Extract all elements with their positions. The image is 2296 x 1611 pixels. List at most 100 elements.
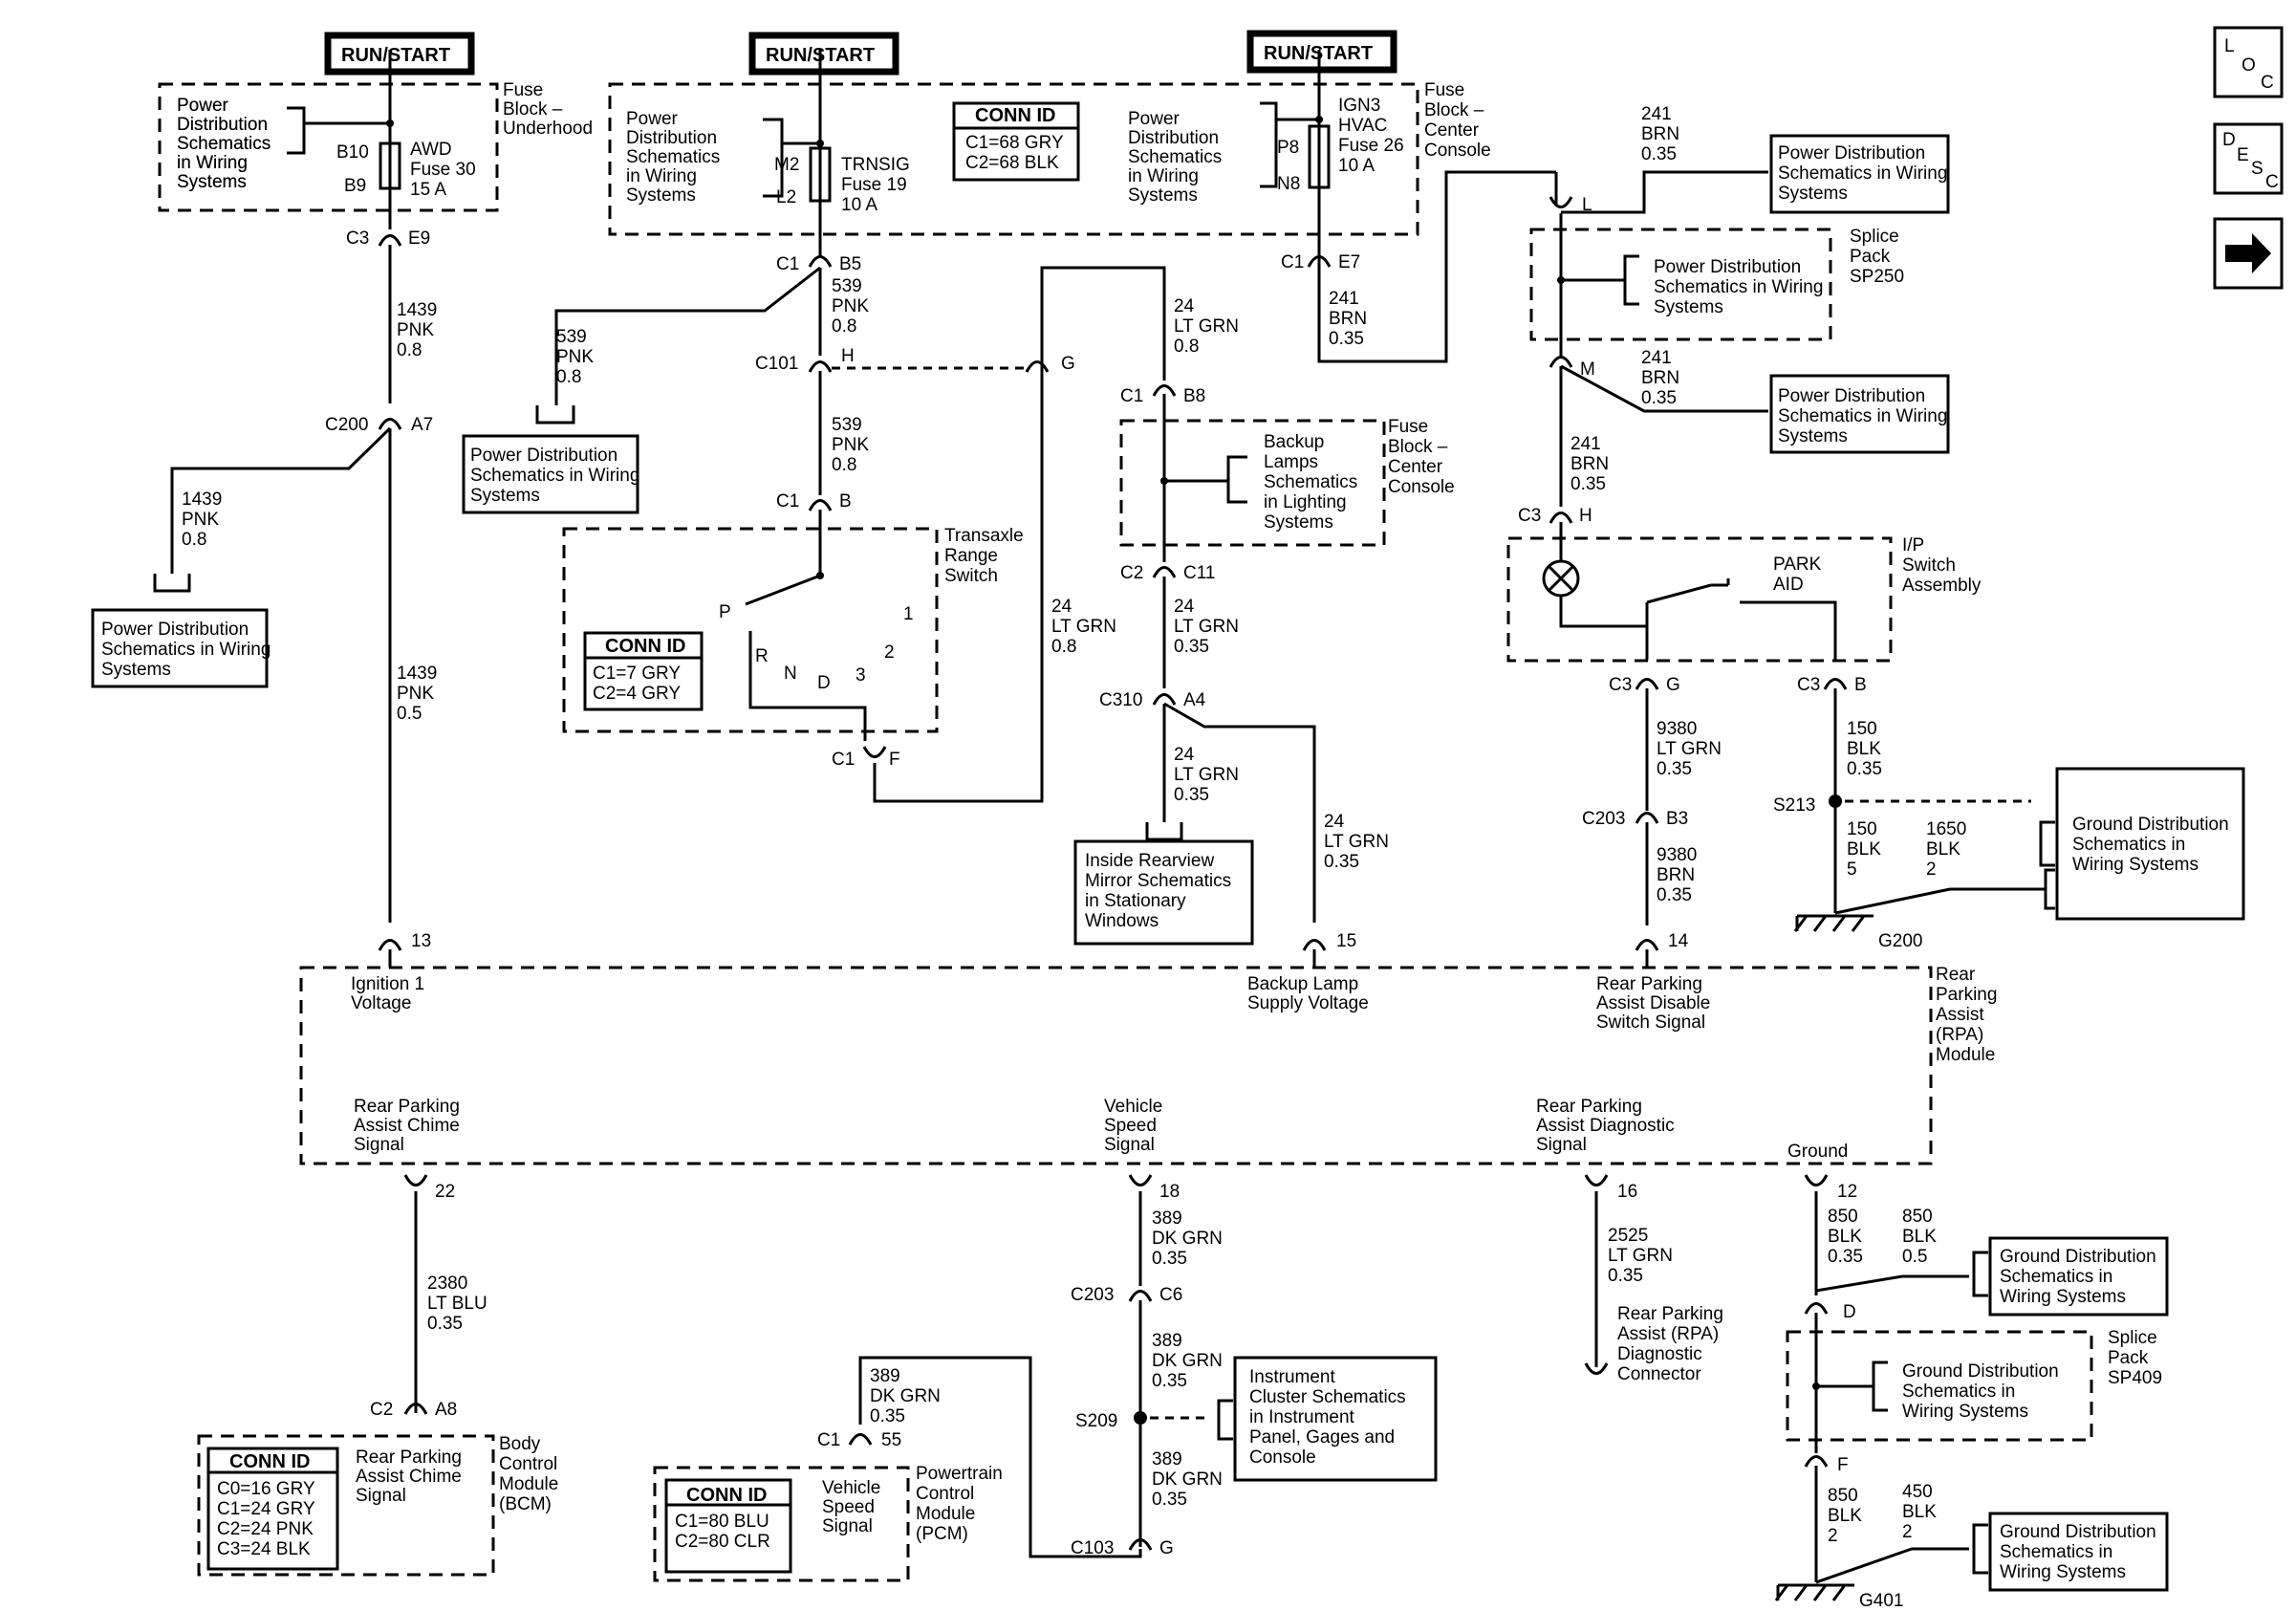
mirror-ref: Mirror Schematics: [1085, 871, 1231, 891]
wire-label: 2: [1828, 1526, 1838, 1546]
bottom-bracket: [153, 574, 191, 593]
wire-label: 850: [1828, 1207, 1858, 1227]
ground-label: G401: [1859, 1591, 1903, 1611]
conn-id-box: [952, 101, 1080, 182]
fuse-block-center-label: Console: [1424, 141, 1491, 161]
ground-ref-box-1: [2055, 767, 2245, 921]
reference-bracket: [1217, 1399, 1233, 1441]
wire-label: LT GRN: [1608, 1246, 1673, 1266]
wire-label: 0.8: [1174, 337, 1199, 357]
pcm-label: Powertrain: [916, 1464, 1003, 1484]
connector-symbol: [1128, 1174, 1153, 1186]
next-arrow-icon[interactable]: [2225, 233, 2271, 273]
connector-symbol: [808, 499, 833, 512]
splice-pack-label: SP250: [1850, 267, 1904, 287]
fuse-30-label: AWD: [410, 140, 452, 160]
diagram-shapes: [91, 26, 2284, 1601]
rpa-pin-label: Signal: [354, 1135, 404, 1155]
wire-label: 0.35: [1847, 759, 1882, 779]
fuse-block-center-label: Fuse: [1388, 417, 1428, 437]
power-distribution-ref: Schematics in Wiring: [1778, 163, 1947, 184]
reference-bracket: [1972, 1523, 1988, 1575]
rpa-module-label: Assist: [1936, 1005, 1984, 1025]
pin-label: B9: [344, 176, 366, 196]
splice-dot: [816, 572, 824, 579]
power-distribution-ref: in Wiring: [626, 166, 697, 186]
power-distribution-ref: Power Distribution: [470, 446, 617, 466]
wire-label: 0.35: [1152, 1249, 1187, 1269]
rpa-pin-label: Supply Voltage: [1247, 993, 1369, 1013]
connector-symbol: [378, 234, 402, 247]
pd-ref-box-mid: [462, 434, 639, 514]
power-distribution-ref: Distribution: [1128, 128, 1219, 148]
gear-label: 1: [903, 604, 914, 624]
power-distribution-ref: Systems: [101, 660, 171, 680]
power-distribution-ref: Power: [626, 109, 679, 129]
loc-button[interactable]: [2213, 26, 2284, 98]
connector-label: B5: [839, 254, 861, 274]
connector-label: C203: [1071, 1285, 1114, 1305]
rpa-pin-label: Ground: [1787, 1142, 1848, 1162]
connector-label: 55: [881, 1430, 901, 1450]
connector-label: E7: [1338, 252, 1360, 272]
fuse-26-label: IGN3: [1338, 96, 1380, 116]
conn-id-row: C3=24 BLK: [217, 1539, 311, 1559]
connector-symbol: [1128, 1538, 1153, 1551]
ground-hatch: [1793, 1584, 1809, 1601]
pin-label: N8: [1277, 174, 1300, 194]
bcm-label: (BCM): [499, 1494, 552, 1514]
splice-pack-label: Pack: [1850, 247, 1891, 267]
connector-symbol: [862, 746, 887, 758]
rpa-pin-label: Vehicle: [1104, 1097, 1162, 1117]
wire-label: 24: [1174, 745, 1195, 765]
power-distribution-ref: Schematics in Wiring: [470, 466, 639, 486]
fuse-block-center-label: Fuse: [1424, 80, 1464, 100]
ip-switch-label: Assembly: [1902, 576, 1982, 596]
power-distribution-ref: Systems: [177, 172, 247, 192]
connector-label: G: [1159, 1538, 1174, 1558]
desc-button[interactable]: [2213, 122, 2284, 195]
ipc-ref-box: [1233, 1356, 1438, 1482]
bcm-conn-id: [206, 1447, 339, 1571]
pin-label: 15: [1336, 931, 1356, 951]
wire-label: 0.35: [1174, 637, 1209, 657]
connector-symbol: [848, 1433, 873, 1446]
connector-label: C203: [1582, 809, 1625, 829]
park-aid-label: PARK: [1773, 555, 1822, 575]
ground-distribution-ref: Ground Distribution: [2072, 815, 2229, 835]
power-distribution-ref: Systems: [470, 486, 540, 506]
pd-ref-box-2: [1769, 374, 1950, 454]
pcm-label: (PCM): [916, 1524, 968, 1544]
wire-label: 389: [1152, 1449, 1182, 1469]
connector-label: H: [1579, 506, 1592, 526]
power-distribution-ref: in Wiring: [177, 153, 248, 173]
connector-symbol: [1302, 939, 1327, 951]
ground-hatch: [1831, 1584, 1847, 1601]
power-distribution-ref: Systems: [1778, 184, 1848, 204]
dlc-label: Assist (RPA): [1617, 1324, 1719, 1344]
rpa-pin-label: Voltage: [351, 993, 411, 1013]
connector-symbol: [378, 939, 402, 951]
wire-label: 0.5: [1902, 1247, 1927, 1267]
desc-letter: C: [2265, 172, 2279, 192]
desc-letter: S: [2251, 159, 2264, 179]
lamp-x: [1547, 564, 1575, 593]
connector-symbol: [1025, 360, 1050, 373]
fuse-block-center-label: Center: [1424, 120, 1480, 141]
park-aid-label: AID: [1773, 575, 1804, 595]
run-start-label: RUN/START: [766, 45, 875, 66]
pin-label: B10: [336, 142, 369, 163]
fuse-block-underhood-label: Block –: [503, 99, 563, 120]
wire-label: BLK: [1902, 1502, 1937, 1522]
connector-symbol: [1549, 512, 1573, 524]
rpa-module: [299, 966, 1933, 1165]
fuse-26-label: 10 A: [1338, 156, 1375, 176]
wire-label: 1650: [1926, 819, 1966, 839]
ground-ref-box-3: [1988, 1512, 2169, 1592]
conn-id-title: CONN ID: [605, 636, 685, 657]
power-distribution-ref: Schematics: [1128, 147, 1222, 167]
wire-label: 539: [556, 327, 587, 347]
connector-symbol: [1804, 1455, 1829, 1468]
power-distribution-ref: Power Distribution: [1778, 386, 1925, 406]
